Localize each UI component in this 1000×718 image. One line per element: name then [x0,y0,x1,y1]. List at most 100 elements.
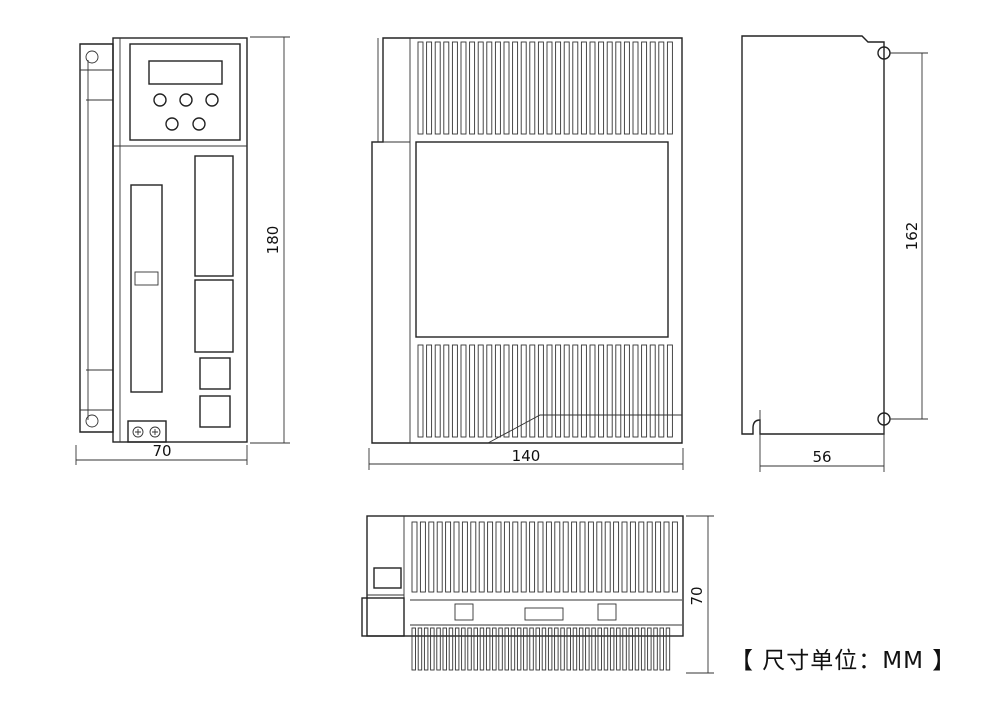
heatsink-fin [436,627,441,671]
vent-slot [615,344,622,438]
heatsink-fin [454,627,460,671]
heatsink-fin [554,627,559,671]
heatsink-fin [492,627,497,671]
vent-slot [419,521,426,593]
vent-slot [537,41,544,135]
vent-slot [428,521,435,593]
heatsink-fin [628,627,633,671]
vent-slot [529,41,536,135]
vent-slot [520,41,527,135]
dim-back-mount-height: 162 [890,52,928,420]
vent-slot [598,41,605,135]
heatsink-fin [473,627,478,671]
vent-slot [649,344,656,438]
vent-slot [434,41,441,135]
vent-slot [512,521,519,593]
vent-slot [529,521,536,593]
dim-back-mount-height-label: 162 [903,222,921,251]
side-view [371,37,683,444]
vent-slot [512,41,519,135]
vent-slot [563,41,570,135]
vent-slot [486,41,493,135]
vent-slot [546,344,553,438]
heatsink-fin [597,627,602,671]
vent-slot [615,41,622,135]
heatsink-fin [572,627,578,671]
vent-slot [629,521,636,593]
vent-slot [649,41,656,135]
vent-slot [445,521,452,593]
heatsink-fin [504,627,509,671]
heatsink-fin [566,627,571,671]
vent-slot [641,41,648,135]
vent-slot [666,344,673,438]
vent-slot [572,344,579,438]
front-view [79,37,248,443]
dim-front-width-label: 70 [152,442,171,460]
heatsink-fin [665,627,671,671]
back-view [741,35,891,435]
vent-slot [554,521,561,593]
heatsink-fin [479,627,485,671]
heatsink-fin [461,627,466,671]
vent-slot [671,521,678,593]
dim-front-height-label: 180 [264,226,282,255]
vent-slot [621,521,628,593]
dim-front-width: 70 [75,442,248,465]
display-window [148,60,223,85]
vent-slot [589,344,596,438]
vent-slot [436,521,443,593]
vent-slot [470,521,477,593]
vent-slot [655,521,662,593]
heatsink-fin [510,627,516,671]
vent-slot [632,41,639,135]
vent-slot [469,344,476,438]
heatsink-fin [616,627,621,671]
vent-slot [606,344,613,438]
vent-slot [596,521,603,593]
heatsink-fin [529,627,534,671]
dim-bottom-height-label: 70 [688,586,706,605]
vent-slot [426,41,433,135]
vent-slot [443,41,450,135]
vent-slot [537,344,544,438]
heatsink-fin [541,627,547,671]
heatsink-fin [609,627,615,671]
heatsink-fin [591,627,596,671]
vent-slot [563,344,570,438]
vent-slot [580,344,587,438]
vent-slot [417,41,424,135]
vent-slot [646,521,653,593]
vent-slot [638,521,645,593]
dim-back-mount-width-label: 56 [812,448,831,466]
heatsink-fin [640,627,646,671]
vent-slot [512,344,519,438]
vent-slot [562,521,569,593]
vent-slot [658,344,665,438]
vent-slot [571,521,578,593]
vent-slot [613,521,620,593]
vent-slot [487,521,494,593]
dim-bottom-height: 70 [686,515,714,674]
heatsink-fin [448,627,454,671]
vent-slot [641,344,648,438]
heatsink-fin [647,627,652,671]
heatsink-fin [653,627,658,671]
vent-slot [460,344,467,438]
vent-slot [537,521,544,593]
vent-slot [411,521,418,593]
vent-slot [503,344,510,438]
vent-slot [469,41,476,135]
vent-slot [555,41,562,135]
vent-slot [606,41,613,135]
heatsink-fin [430,627,435,671]
dim-front-height: 180 [250,36,290,444]
heatsink-fin [411,627,416,671]
vent-slot [443,344,450,438]
vent-slot [477,344,484,438]
vent-slot [623,344,630,438]
heatsink-fin [535,627,540,671]
dim-back-mount-width: 56 [759,410,885,472]
vent-slot [598,344,605,438]
